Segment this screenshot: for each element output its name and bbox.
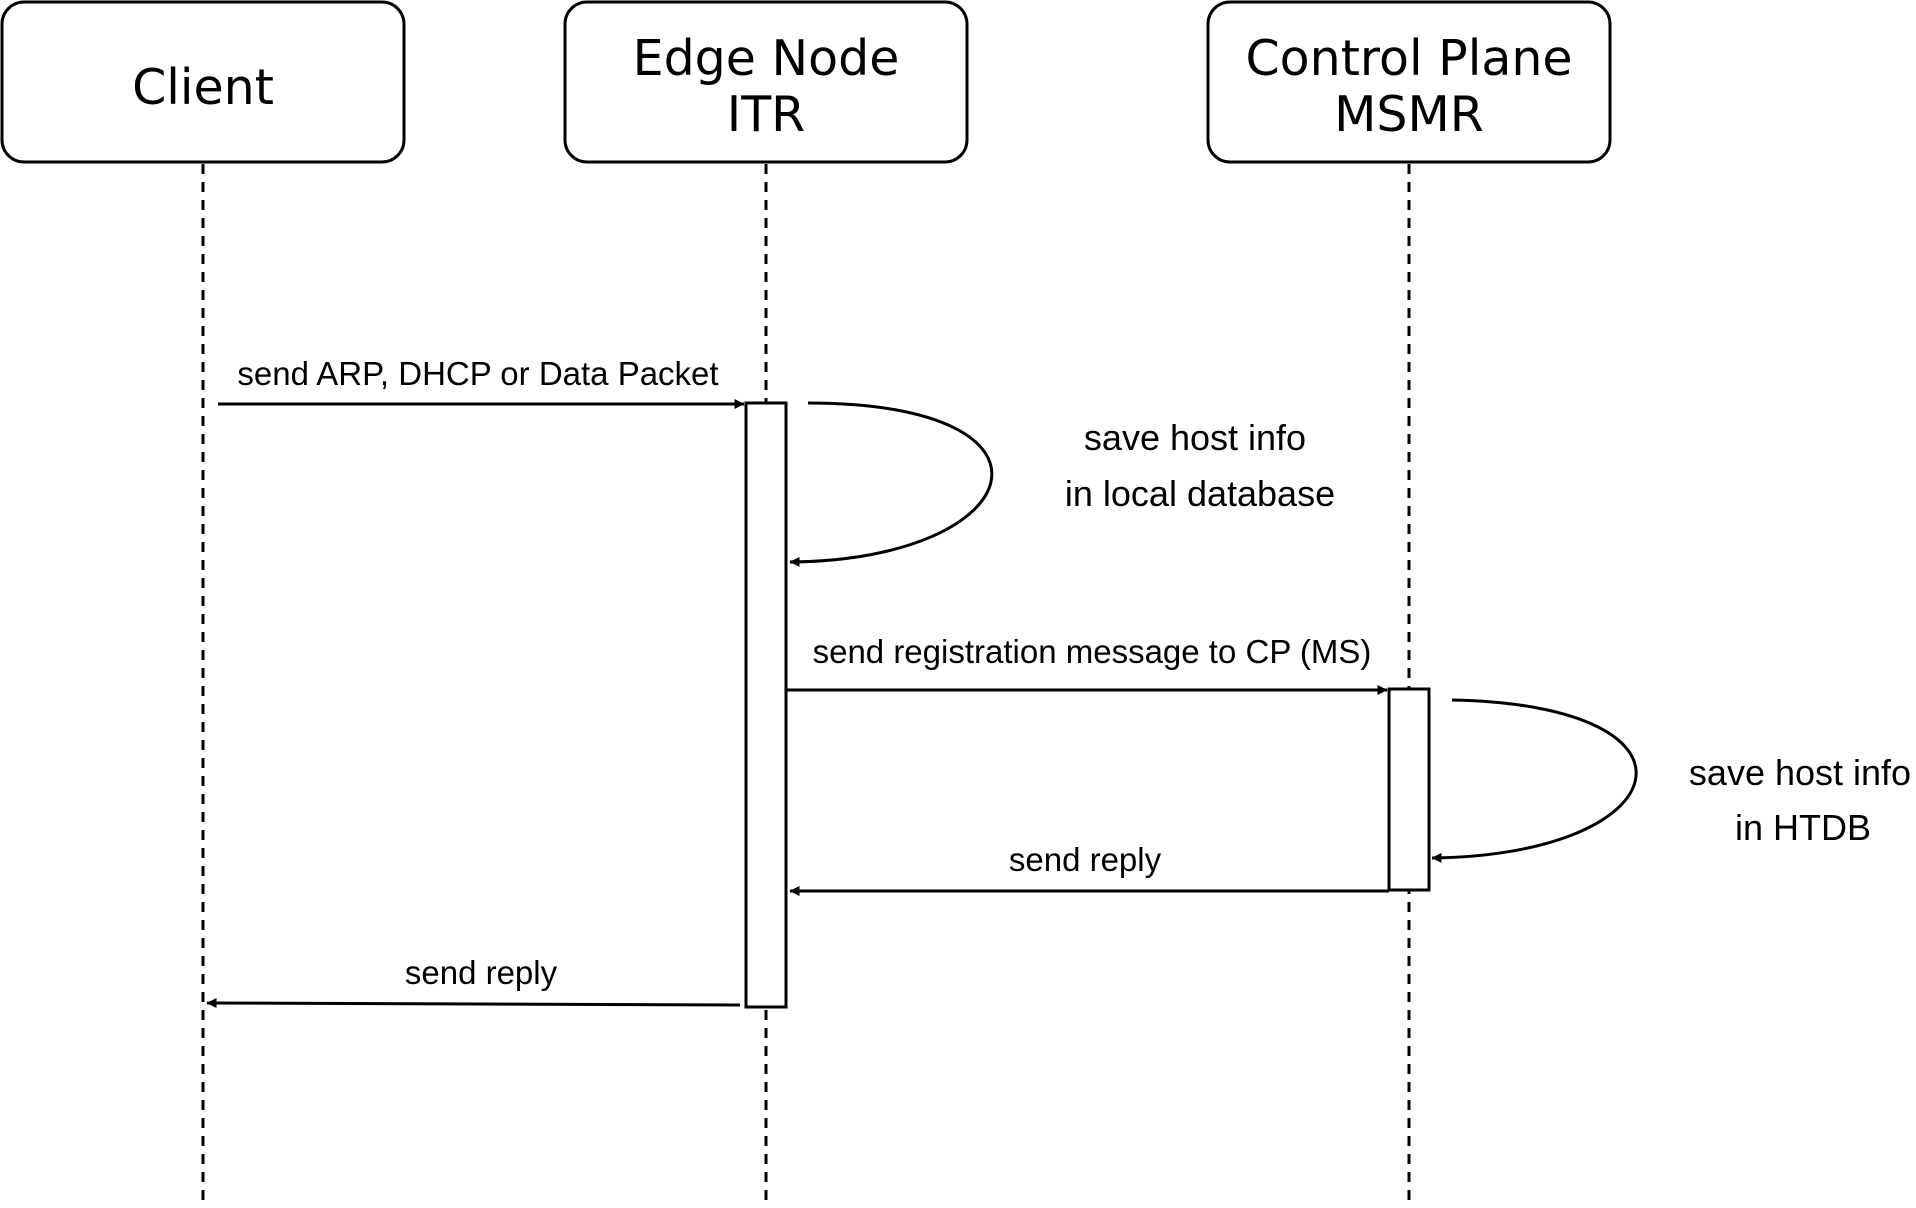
actor-control-plane-box xyxy=(1206,0,1612,164)
actor-control-plane: Control Plane MSMR xyxy=(1206,0,1612,164)
self-message-cp-save-line2: in HTDB xyxy=(1735,807,1871,848)
actor-edge-node-sublabel: ITR xyxy=(727,86,805,143)
actor-client: Client xyxy=(0,0,406,164)
actor-control-plane-sublabel: MSMR xyxy=(1334,86,1484,143)
message-cp-reply: send reply xyxy=(789,841,1389,896)
self-message-edge-save: save host info in local database xyxy=(789,401,1335,567)
message-send-packet-label: send ARP, DHCP or Data Packet xyxy=(237,355,718,392)
self-message-cp-save-arrow xyxy=(1431,698,1638,863)
self-message-edge-save-arrow xyxy=(789,401,994,567)
actor-edge-node-label: Edge Node xyxy=(633,30,900,87)
control-plane-activation xyxy=(1387,687,1431,892)
actor-edge-node-box xyxy=(563,0,969,164)
self-message-edge-save-line2: in local database xyxy=(1065,473,1335,514)
actor-client-label: Client xyxy=(132,59,274,116)
message-cp-reply-label: send reply xyxy=(1009,841,1162,878)
actor-control-plane-label: Control Plane xyxy=(1245,30,1572,87)
message-edge-reply-label: send reply xyxy=(405,954,558,991)
message-edge-reply: send reply xyxy=(206,954,741,1009)
message-edge-reply-arrow xyxy=(206,998,741,1009)
message-send-packet: send ARP, DHCP or Data Packet xyxy=(218,355,745,409)
message-send-registration-label: send registration message to CP (MS) xyxy=(813,633,1372,670)
actor-edge-node: Edge Node ITR xyxy=(563,0,969,164)
message-send-registration: send registration message to CP (MS) xyxy=(787,633,1388,695)
actor-client-box xyxy=(0,0,406,164)
self-message-edge-save-line1: save host info xyxy=(1084,417,1306,458)
self-message-cp-save-line1: save host info xyxy=(1689,752,1911,793)
self-message-cp-save: save host info in HTDB xyxy=(1431,698,1911,863)
edge-node-activation xyxy=(744,401,788,1009)
